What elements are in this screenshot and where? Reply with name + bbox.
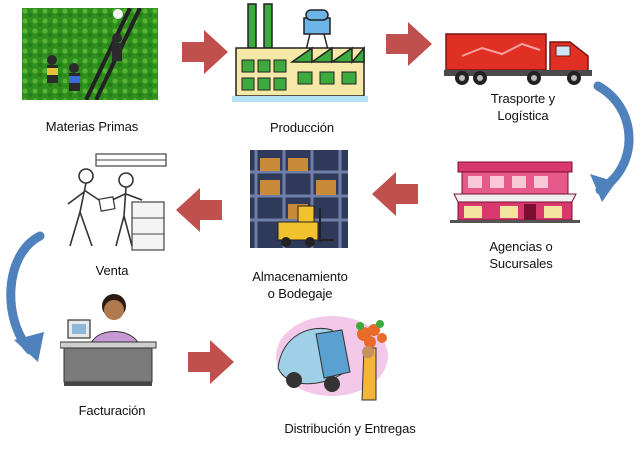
arrow-right-icon — [188, 340, 234, 384]
production-node — [232, 0, 368, 104]
transport-label-line-1: Trasporte y — [490, 91, 556, 106]
field-workers-icon — [22, 8, 158, 100]
storage-node — [250, 150, 348, 248]
agencies-node — [450, 158, 580, 224]
arrow-left-icon — [176, 188, 222, 232]
transport-label-line-2: Logística — [497, 108, 549, 123]
raw-materials-node — [22, 8, 158, 100]
arrow-right-icon — [386, 22, 432, 66]
sales-label: Venta — [95, 263, 129, 278]
storage-label-line-1: Almacenamiento — [252, 269, 348, 284]
sales-people-icon — [67, 153, 167, 251]
raw-materials-label: Materias Primas — [45, 119, 139, 134]
distribution-node — [272, 304, 402, 404]
distribution-label: Distribución y Entregas — [284, 421, 416, 436]
agencies-label: Agencias o Sucursales — [466, 238, 576, 272]
arrow-left-icon — [372, 172, 418, 216]
truck-icon — [444, 33, 592, 85]
transport-node — [442, 28, 602, 88]
storefront-icon — [450, 161, 580, 223]
factory-icon — [232, 3, 368, 102]
storage-label: Almacenamiento o Bodegaje — [232, 268, 368, 302]
agencies-label-line-2: Sucursales — [489, 256, 553, 271]
billing-node — [60, 286, 160, 388]
arrow-right-icon — [182, 30, 228, 74]
billing-label: Facturación — [78, 403, 146, 418]
delivery-person-icon — [276, 316, 388, 401]
sales-node — [62, 150, 172, 254]
warehouse-forklift-icon — [250, 150, 348, 248]
curved-arrow-down-icon — [590, 81, 634, 202]
storage-label-line-2: o Bodegaje — [267, 286, 333, 301]
production-label: Producción — [269, 120, 335, 135]
curved-arrow-down-icon — [6, 231, 45, 362]
transport-label: Trasporte y Logística — [458, 90, 588, 124]
agencies-label-line-1: Agencias o — [489, 239, 553, 254]
cashier-icon — [60, 294, 157, 386]
